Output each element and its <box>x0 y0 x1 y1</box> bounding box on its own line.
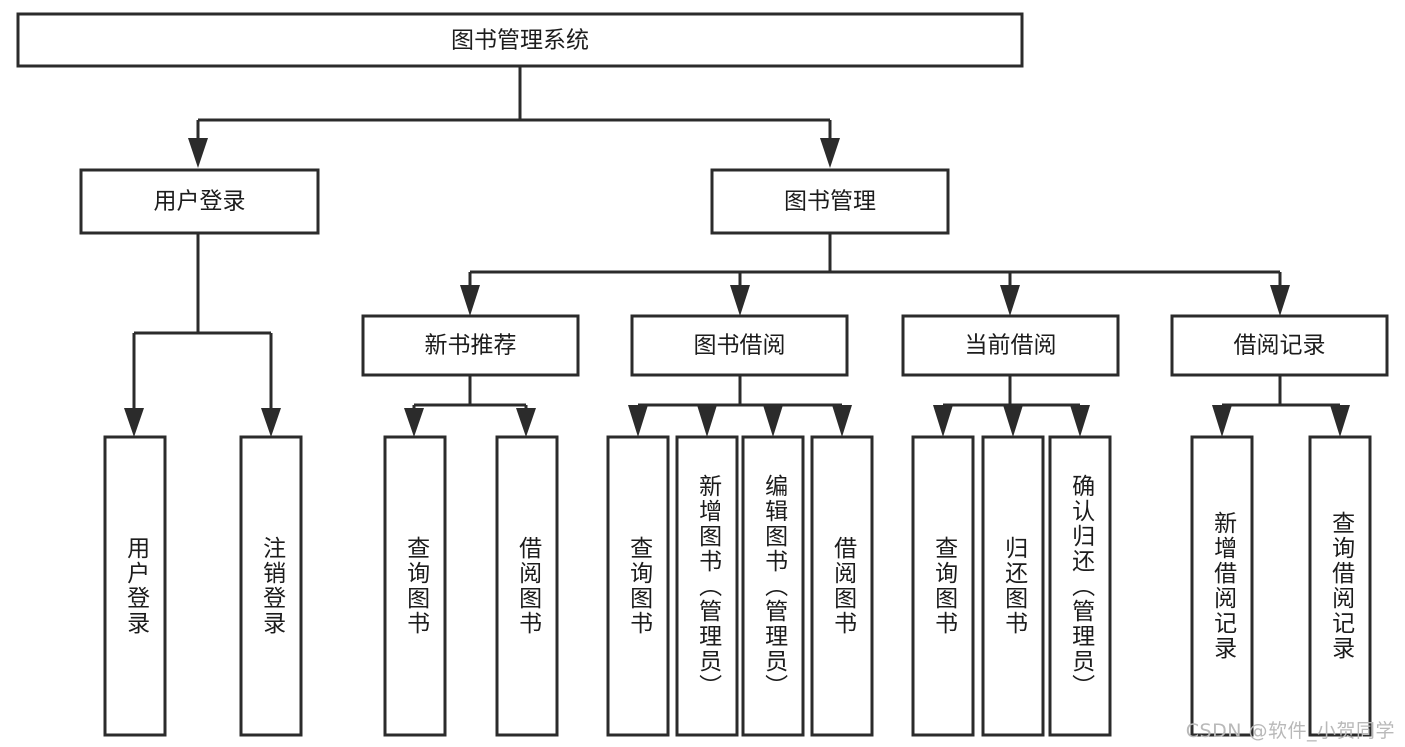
arrowhead-borrowrecord-leaf1 <box>1212 405 1232 437</box>
leaf-box-borrow-book-2[interactable] <box>810 435 874 737</box>
node-borrow-record-label: 借阅记录 <box>1234 333 1326 359</box>
arrowhead-bookborrow <box>730 285 750 316</box>
connectors-userlogin-to-leaves <box>124 233 281 437</box>
node-borrow-record-box[interactable] <box>1170 314 1389 377</box>
node-user-login-label: 用户登录 <box>154 189 246 215</box>
connectors-book-manage-to-level3 <box>460 233 1290 316</box>
node-current-borrow-label: 当前借阅 <box>965 333 1057 359</box>
arrowhead-borrowrecord-leaf2 <box>1330 405 1350 437</box>
node-root-label: 图书管理系统 <box>451 28 589 54</box>
arrowhead-newbook-leaf1 <box>404 408 424 437</box>
connectors-borrowrecord-to-leaves <box>1212 375 1350 437</box>
arrowhead-currentborrow-leaf3 <box>1070 405 1090 437</box>
leaf-box-add-borrow-record[interactable] <box>1190 435 1254 737</box>
connectors-currentborrow-to-leaves <box>933 375 1090 437</box>
arrowhead-newbook-leaf2 <box>516 408 536 437</box>
leaf-box-return-book[interactable] <box>981 435 1045 737</box>
arrowhead-currentborrow-leaf2 <box>1003 405 1023 437</box>
arrowhead-bookborrow-leaf4 <box>832 405 852 437</box>
node-book-manage-box[interactable] <box>710 168 950 235</box>
arrowhead-bookborrow-leaf1 <box>628 405 648 437</box>
leaf-box-edit-book[interactable] <box>741 435 805 737</box>
leaf-box-borrow-book-1[interactable] <box>495 435 559 737</box>
arrowhead-currentborrow <box>1000 285 1020 316</box>
leaf-box-add-book[interactable] <box>675 435 739 737</box>
arrowhead-leaf-user-login <box>124 408 144 437</box>
connectors-root-to-level2 <box>188 66 840 168</box>
node-new-book-recommend-box[interactable] <box>361 314 580 377</box>
csdn-watermark: CSDN @软件_小贺同学 <box>1185 720 1395 742</box>
leaf-box-confirm-return[interactable] <box>1048 435 1112 737</box>
leaf-box-query-book-1[interactable] <box>383 435 447 737</box>
node-book-borrow-label: 图书借阅 <box>694 333 786 359</box>
node-book-manage-label: 图书管理 <box>784 189 876 215</box>
connectors-newbook-to-leaves <box>404 375 536 437</box>
arrowhead-newbook <box>460 285 480 316</box>
node-current-borrow-box[interactable] <box>901 314 1120 377</box>
arrowhead-book-manage <box>820 138 840 168</box>
arrowhead-leaf-logout <box>261 408 281 437</box>
arrowhead-currentborrow-leaf1 <box>933 405 953 437</box>
leaf-box-user-login[interactable] <box>103 435 167 737</box>
arrowhead-bookborrow-leaf2 <box>697 405 717 437</box>
node-book-borrow-box[interactable] <box>630 314 849 377</box>
arrowhead-user-login <box>188 138 208 168</box>
leaf-box-query-book-3[interactable] <box>911 435 975 737</box>
connectors-bookborrow-to-leaves <box>628 375 852 437</box>
leaf-box-logout[interactable] <box>239 435 303 737</box>
node-root-box[interactable] <box>16 12 1024 68</box>
leaf-box-query-borrow-record[interactable] <box>1308 435 1372 737</box>
node-user-login-box[interactable] <box>79 168 320 235</box>
leaf-box-query-book-2[interactable] <box>606 435 670 737</box>
arrowhead-borrowrecord <box>1270 285 1290 316</box>
node-new-book-recommend-label: 新书推荐 <box>425 333 517 359</box>
arrowhead-bookborrow-leaf3 <box>763 405 783 437</box>
